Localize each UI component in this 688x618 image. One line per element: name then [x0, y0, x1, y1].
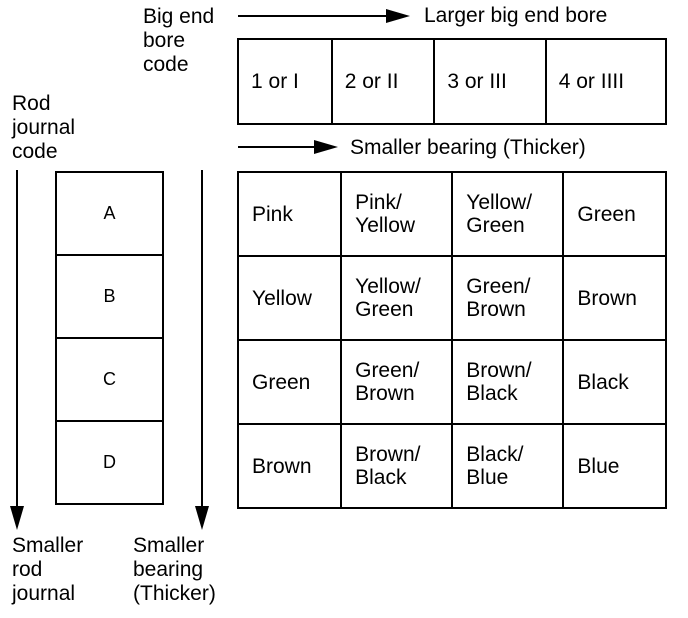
big-end-bore-code-label: Big end bore code — [143, 5, 215, 76]
journal-code-cell: D — [55, 420, 164, 505]
color-cell: Pink — [236, 171, 343, 257]
table-row: Pink Pink/ Yellow Yellow/ Green Green — [236, 171, 667, 257]
table-row: D — [55, 420, 164, 505]
color-cell: Brown — [562, 255, 667, 341]
smaller-rod-journal-label: Smaller rod journal — [12, 534, 84, 605]
color-cell: Brown/ Black — [340, 423, 454, 509]
table-row: A — [55, 171, 164, 256]
arrow-smaller-bearing-horizontal — [238, 140, 338, 154]
journal-code-table: A B C D — [55, 171, 164, 505]
color-cell: Green/ Brown — [340, 339, 454, 425]
table-row: B — [55, 254, 164, 339]
color-cell: Brown/ Black — [451, 339, 565, 425]
rod-journal-code-label: Rod journal code — [12, 92, 76, 163]
journal-code-cell: A — [55, 171, 164, 256]
bore-code-cell: 3 or III — [433, 38, 547, 125]
color-cell: Brown — [236, 423, 343, 509]
smaller-bearing-top-label: Smaller bearing (Thicker) — [350, 136, 586, 159]
arrow-smaller-rod-journal — [10, 170, 24, 530]
bore-code-cell: 2 or II — [330, 38, 436, 125]
bore-code-table: 1 or I 2 or II 3 or III 4 or IIII — [237, 38, 668, 125]
arrow-larger-bore — [238, 9, 410, 23]
journal-code-cell: B — [55, 254, 164, 339]
bore-code-cell: 1 or I — [237, 38, 333, 125]
color-cell: Yellow/ Green — [451, 171, 565, 257]
bearing-color-table: Pink Pink/ Yellow Yellow/ Green Green Ye… — [236, 171, 667, 509]
table-row: 1 or I 2 or II 3 or III 4 or IIII — [237, 38, 668, 125]
color-cell: Green/ Brown — [451, 255, 565, 341]
table-row: Brown Brown/ Black Black/ Blue Blue — [236, 423, 667, 509]
color-cell: Blue — [562, 423, 667, 509]
color-cell: Green — [562, 171, 667, 257]
color-cell: Pink/ Yellow — [340, 171, 454, 257]
color-cell: Black — [562, 339, 667, 425]
journal-code-cell: C — [55, 337, 164, 422]
arrow-smaller-bearing-vertical — [195, 170, 209, 530]
table-row: Green Green/ Brown Brown/ Black Black — [236, 339, 667, 425]
color-cell: Black/ Blue — [451, 423, 565, 509]
smaller-bearing-bottom-label: Smaller bearing (Thicker) — [133, 534, 216, 605]
color-cell: Yellow/ Green — [340, 255, 454, 341]
bore-code-cell: 4 or IIII — [544, 38, 668, 125]
color-cell: Yellow — [236, 255, 343, 341]
larger-bore-label: Larger big end bore — [424, 4, 608, 27]
table-row: Yellow Yellow/ Green Green/ Brown Brown — [236, 255, 667, 341]
table-row: C — [55, 337, 164, 422]
color-cell: Green — [236, 339, 343, 425]
